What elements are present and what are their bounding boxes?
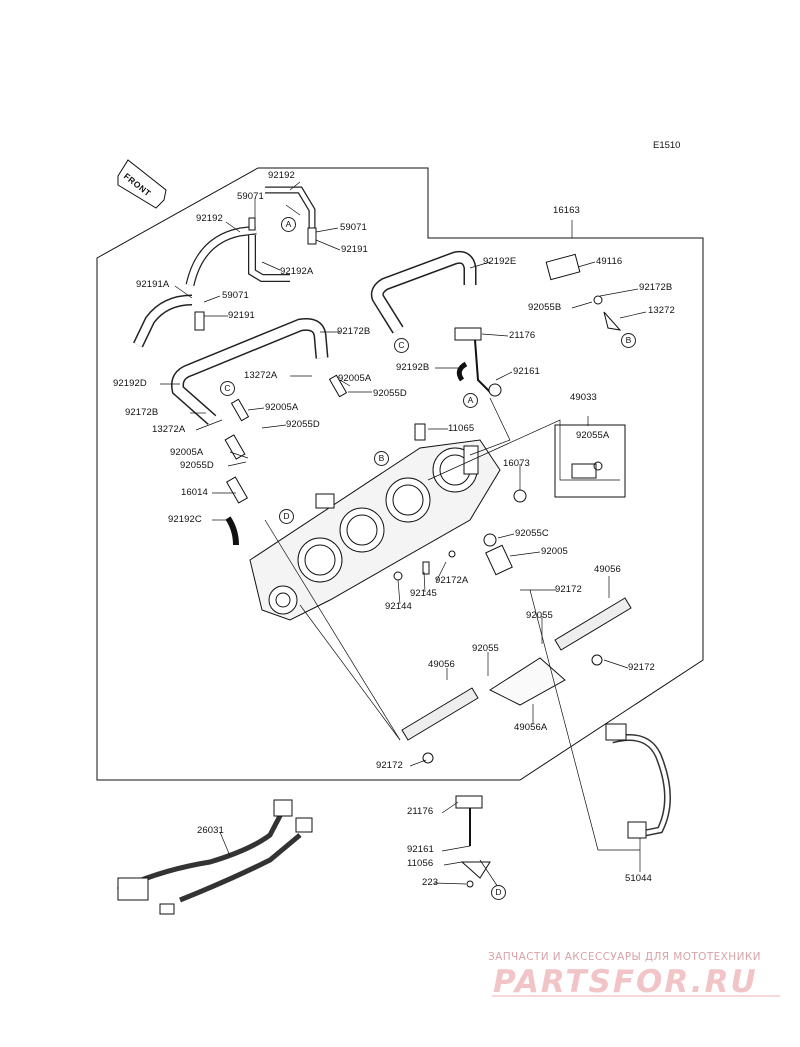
part-92005 [485, 544, 513, 576]
callout-92055D-b: 92055D [286, 419, 320, 430]
callout-92172-b: 92172 [628, 662, 655, 673]
callout-92055B: 92055B [528, 302, 562, 313]
part-11065 [414, 423, 426, 441]
fuel-rail-left [401, 687, 479, 741]
callout-92192-top: 92192 [268, 170, 295, 181]
callout-49056-left: 49056 [428, 659, 455, 670]
ref-circle-a-mid: A [463, 393, 478, 408]
ref-circle-b-mid: B [374, 451, 389, 466]
callout-49056-right: 49056 [594, 564, 621, 575]
callout-92144: 92144 [385, 601, 412, 612]
callout-92055D-c: 92055D [180, 460, 214, 471]
callout-92191-a: 92191 [341, 244, 368, 255]
callout-49116: 49116 [596, 256, 623, 267]
callout-223: 223 [422, 877, 439, 888]
callout-92055-b: 92055 [472, 643, 499, 654]
callout-11065: 11065 [448, 423, 475, 434]
callout-92161: 92161 [513, 366, 540, 377]
callout-16073: 16073 [503, 458, 530, 469]
fuel-rail-right [554, 597, 632, 651]
callout-92172B-right: 92172B [639, 282, 673, 293]
part-21176 [454, 327, 482, 341]
watermark-logo: PARTSFOR.RU [493, 964, 758, 1000]
callout-49033: 49033 [570, 392, 597, 403]
fuel-hose-51044 [611, 734, 671, 838]
callout-92005A-b: 92005A [265, 402, 299, 413]
callout-59071-b: 59071 [340, 222, 367, 233]
callout-92191-b: 92191 [228, 310, 255, 321]
assembly-frame [96, 167, 704, 781]
callout-92192E: 92192E [483, 256, 517, 267]
callout-92055A: 92055A [576, 430, 610, 441]
callout-13272A-a: 13272A [244, 370, 278, 381]
callout-92005A-a: 92005A [338, 373, 372, 384]
callout-92005: 92005 [541, 546, 568, 557]
callout-13272A-b: 13272A [152, 424, 186, 435]
watermark-tagline: ЗАПЧАСТИ И АКСЕССУАРЫ ДЛЯ МОТОТЕХНИКИ [488, 951, 761, 963]
callout-16163: 16163 [553, 205, 580, 216]
part-49033 [571, 463, 597, 479]
callout-92172-a: 92172 [555, 584, 582, 595]
box-49033 [554, 424, 626, 498]
front-arrow [117, 159, 167, 209]
ref-circle-a-top: A [281, 217, 296, 232]
callout-51044: 51044 [625, 873, 652, 884]
joint-49056A [488, 657, 566, 706]
ref-circle-c-top: C [394, 338, 409, 353]
callout-13272: 13272 [648, 305, 675, 316]
callout-92145: 92145 [410, 588, 437, 599]
ref-circle-d-bottom: D [491, 885, 506, 900]
callout-92192D: 92192D [113, 378, 147, 389]
callout-92172B-mid: 92172B [337, 326, 371, 337]
callout-92055D-a: 92055D [373, 388, 407, 399]
part-21176-b [455, 795, 483, 809]
callout-92192B: 92192B [396, 362, 430, 373]
callout-92055-a: 92055 [526, 610, 553, 621]
callout-11056: 11056 [407, 858, 434, 869]
callout-21176: 21176 [509, 330, 536, 341]
callout-49056A: 49056A [514, 722, 548, 733]
callout-16014: 16014 [181, 487, 208, 498]
callout-92161-b: 92161 [407, 844, 434, 855]
ref-circle-b-right: B [621, 333, 636, 348]
callout-92172B-left: 92172B [125, 407, 159, 418]
callout-59071-c: 59071 [222, 290, 249, 301]
callout-92172-c: 92172 [376, 760, 403, 771]
callout-59071-a: 59071 [237, 191, 264, 202]
callout-92191A: 92191A [136, 279, 170, 290]
callout-92192: 92192 [196, 213, 223, 224]
ref-circle-d-mid: D [279, 509, 294, 524]
callout-26031: 26031 [197, 825, 224, 836]
callout-21176-b: 21176 [407, 806, 434, 817]
callout-92005A-c: 92005A [170, 447, 204, 458]
part-49116 [545, 253, 581, 281]
diagram-code: E1510 [653, 140, 681, 151]
ref-circle-c-left: C [220, 381, 235, 396]
callout-92192A: 92192A [280, 266, 314, 277]
callout-92192C: 92192C [168, 514, 202, 525]
callout-92172A: 92172A [435, 575, 469, 586]
callout-92055C: 92055C [515, 528, 549, 539]
